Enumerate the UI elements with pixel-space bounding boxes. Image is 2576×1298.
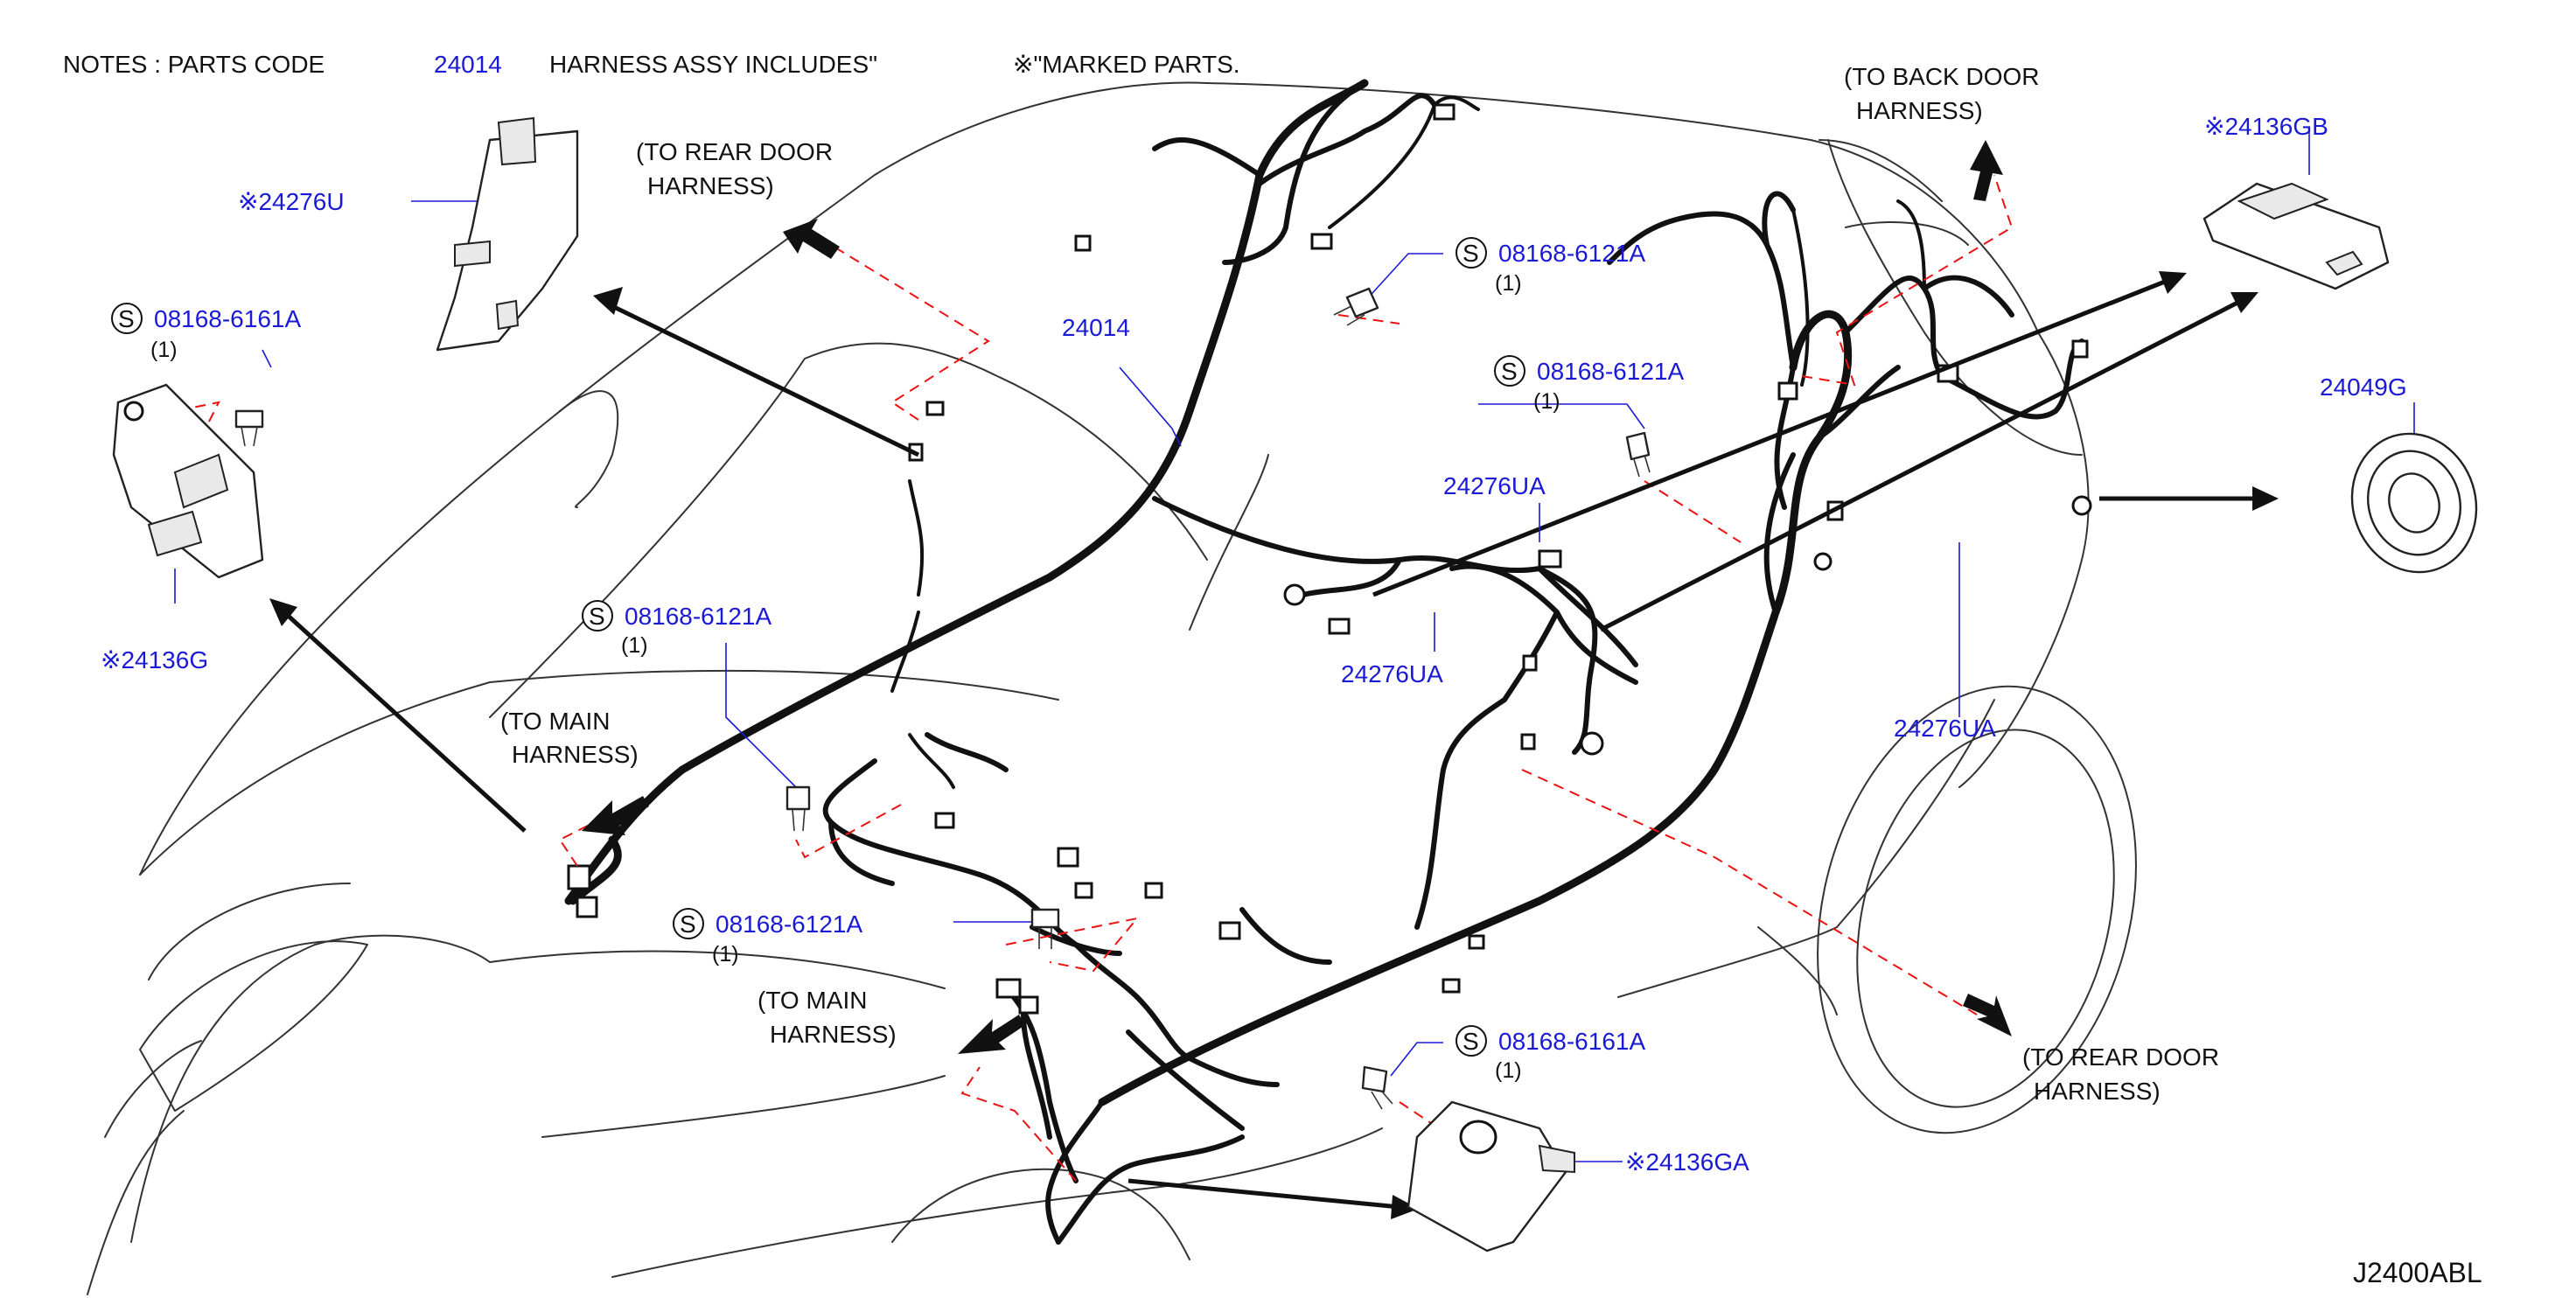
to-main-harness-upper-2: HARNESS) — [512, 741, 639, 768]
to-main-harness-lower-2: HARNESS) — [770, 1021, 897, 1048]
callout-08168-6161a-left: S 08168-6161A (1) — [111, 303, 301, 362]
svg-text:08168-6121A: 08168-6121A — [625, 603, 771, 630]
part-24136gb-module — [2203, 182, 2390, 290]
bolt-icon — [1361, 1065, 1393, 1110]
svg-text:08168-6121A: 08168-6121A — [1498, 240, 1645, 267]
s-symbol-icon — [1456, 237, 1487, 269]
svg-text:08168-6161A: 08168-6161A — [154, 305, 301, 332]
svg-text:(1): (1) — [1495, 271, 1522, 296]
label-24276u: ※24276U — [238, 188, 345, 215]
bolts — [234, 287, 1651, 1110]
callout-08168-6121a-b: S 08168-6121A (1) — [1494, 355, 1684, 414]
svg-text:(1): (1) — [1495, 1058, 1522, 1083]
direction-arrows — [582, 140, 2012, 1054]
harness-connectors — [567, 103, 2092, 1015]
svg-text:(1): (1) — [150, 338, 178, 362]
label-24049g: 24049G — [2320, 373, 2407, 401]
svg-text:08168-6121A: 08168-6121A — [716, 911, 862, 938]
svg-text:(1): (1) — [621, 633, 648, 658]
to-main-harness-lower-1: (TO MAIN — [757, 987, 867, 1014]
svg-text:(1): (1) — [712, 942, 739, 967]
notes-line: NOTES : PARTS CODE 24014 HARNESS ASSY IN… — [63, 51, 1240, 78]
part-24136ga-module — [1407, 1100, 1575, 1253]
callout-08168-6121a-c: S 08168-6121A (1) — [582, 600, 771, 658]
bolt-icon — [785, 785, 811, 832]
part-labels: ※24276U ※24136G 24014 ※24136GB 24049G 24… — [101, 113, 2407, 1176]
callout-08168-6161a-bottom: S 08168-6161A (1) — [1456, 1025, 1645, 1083]
bolt-icon — [234, 409, 264, 447]
s-symbol-icon — [582, 600, 613, 632]
to-rear-door-left-1: (TO REAR DOOR — [636, 138, 833, 165]
bolt-callouts: S 08168-6161A (1) S 08168-6121A (1) S 08… — [111, 237, 1684, 1083]
bolt-icon — [1333, 287, 1379, 326]
label-24014: 24014 — [1062, 314, 1130, 341]
notes-parts-code: 24014 — [434, 51, 502, 78]
svg-text:S: S — [1463, 240, 1479, 267]
s-symbol-icon — [111, 303, 143, 334]
svg-text:08168-6161A: 08168-6161A — [1498, 1028, 1645, 1055]
svg-text:08168-6121A: 08168-6121A — [1537, 358, 1684, 385]
harness-24014 — [564, 79, 2084, 1245]
label-24136g: ※24136G — [101, 646, 208, 673]
label-24136gb: ※24136GB — [2204, 113, 2328, 140]
svg-text:S: S — [589, 603, 605, 630]
svg-text:S: S — [118, 305, 135, 332]
bolt-icon — [1030, 908, 1060, 949]
to-back-door-1: (TO BACK DOOR — [1844, 63, 2040, 90]
to-rear-door-right-1: (TO REAR DOOR — [2022, 1043, 2219, 1071]
to-main-harness-upper-1: (TO MAIN — [500, 708, 610, 735]
pointer-arrows — [269, 271, 2279, 1219]
notes-prefix: NOTES : PARTS CODE — [63, 51, 325, 78]
svg-text:S: S — [1463, 1028, 1479, 1055]
s-symbol-icon — [1494, 355, 1525, 387]
to-rear-door-right-2: HARNESS) — [2034, 1078, 2161, 1105]
vehicle-body-outline — [87, 81, 2137, 1295]
s-symbol-icon — [673, 908, 704, 939]
svg-text:S: S — [680, 911, 696, 938]
bolt-icon — [1625, 431, 1651, 478]
to-rear-door-left-2: HARNESS) — [647, 172, 774, 199]
part-24276u-bracket — [436, 116, 579, 352]
s-symbol-icon — [1456, 1025, 1487, 1057]
svg-text:(1): (1) — [1533, 389, 1560, 414]
callout-08168-6121a-a: S 08168-6121A (1) — [1456, 237, 1645, 296]
label-24276ua-right: 24276UA — [1894, 715, 1996, 742]
label-24136ga: ※24136GA — [1625, 1148, 1749, 1176]
label-24276ua-mid: 24276UA — [1341, 660, 1443, 687]
notes-harness-includes: HARNESS ASSY INCLUDES" — [549, 51, 877, 78]
to-back-door-2: HARNESS) — [1856, 97, 1983, 124]
part-24136g-module — [112, 383, 264, 579]
label-24276ua-top: 24276UA — [1443, 472, 1546, 499]
svg-text:S: S — [1501, 358, 1518, 385]
diagram-code: J2400ABL — [2353, 1257, 2482, 1288]
part-24049g-grommet — [2350, 432, 2478, 574]
notes-marked-parts: ※"MARKED PARTS. — [1013, 51, 1240, 78]
callout-08168-6121a-d: S 08168-6121A (1) — [673, 908, 862, 967]
direction-annotations: (TO REAR DOOR HARNESS) (TO BACK DOOR HAR… — [500, 63, 2219, 1105]
